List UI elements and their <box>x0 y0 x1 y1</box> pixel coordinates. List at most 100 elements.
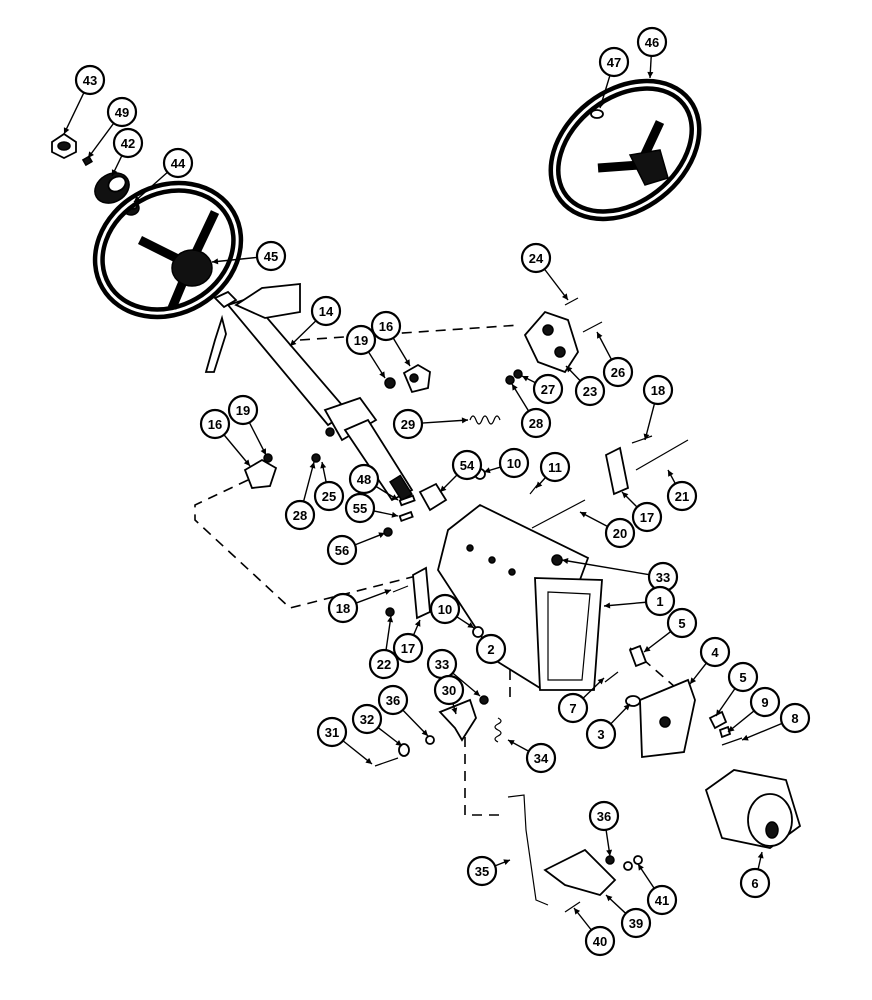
callout-17-upper: 17 <box>631 501 663 533</box>
bolt-part-26 <box>582 321 603 333</box>
callout-19-upper-arrowhead <box>379 371 385 378</box>
washer-part-56 <box>383 527 393 537</box>
callout-33-upper-label: 33 <box>656 570 670 585</box>
callout-5-upper: 5 <box>666 607 698 639</box>
callout-18-upper-leader <box>644 403 656 441</box>
bolt-part-7 <box>604 671 619 683</box>
callout-4-label: 4 <box>711 645 719 660</box>
nut-part-36-left <box>425 735 435 745</box>
callout-16-lower-label: 16 <box>208 417 222 432</box>
callout-19-lower-arrowhead <box>260 448 266 455</box>
callout-19-lower-label: 19 <box>236 403 250 418</box>
bolt-part-40 <box>564 901 581 913</box>
callout-7-label: 7 <box>569 701 576 716</box>
callout-29-arrowhead <box>461 417 468 424</box>
coupler-part-54 <box>418 482 448 512</box>
callout-4-arrowhead <box>690 677 697 684</box>
callout-5-upper-label: 5 <box>678 616 685 631</box>
callout-31: 31 <box>316 716 348 748</box>
pin-part-49 <box>81 155 93 167</box>
callout-36-left-leader <box>402 709 429 737</box>
callout-8-leader <box>741 722 783 741</box>
callout-17-upper-label: 17 <box>640 510 654 525</box>
callout-14: 14 <box>310 295 342 327</box>
callout-18-upper-label: 18 <box>651 383 665 398</box>
callout-39-arrowhead <box>606 895 613 902</box>
cap-part-42 <box>94 172 130 204</box>
callout-22-arrowhead <box>387 616 394 623</box>
nut-part-28-lower <box>311 453 321 463</box>
callout-40: 40 <box>584 925 616 957</box>
callout-6-arrowhead <box>757 852 764 859</box>
callout-54: 54 <box>451 449 483 481</box>
callout-20: 20 <box>604 517 636 549</box>
callout-27: 27 <box>532 373 564 405</box>
callout-18-lower-label: 18 <box>336 601 350 616</box>
callout-36-left: 36 <box>377 684 409 716</box>
callout-7-arrowhead <box>597 678 604 685</box>
callout-5-lower: 5 <box>727 661 759 693</box>
callout-39: 39 <box>620 907 652 939</box>
callout-40-label: 40 <box>593 934 607 949</box>
nut-part-19-upper <box>384 377 396 389</box>
nut-part-27 <box>513 369 523 379</box>
callout-19-upper-label: 19 <box>354 333 368 348</box>
callout-36-lower-label: 36 <box>597 809 611 824</box>
callout-48-arrowhead <box>391 494 398 500</box>
callout-16-lower-arrowhead <box>243 459 250 466</box>
nut-part-9 <box>718 725 732 739</box>
leader-lines <box>63 55 783 931</box>
callout-48-label: 48 <box>357 472 371 487</box>
callout-6-label: 6 <box>751 876 758 891</box>
callout-11: 11 <box>539 451 571 483</box>
parts-artwork <box>51 78 802 913</box>
callout-49: 49 <box>106 96 138 128</box>
callout-11-label: 11 <box>548 460 562 475</box>
callout-14-arrowhead <box>290 339 297 346</box>
callout-55-label: 55 <box>353 501 367 516</box>
callout-9-label: 9 <box>761 695 768 710</box>
pin-part-48 <box>398 494 416 507</box>
callout-39-label: 39 <box>629 916 643 931</box>
callout-10-upper: 10 <box>498 447 530 479</box>
callout-42-arrowhead <box>111 169 118 176</box>
bolt-part-18-lower <box>392 585 409 593</box>
callout-19-upper: 19 <box>345 324 377 356</box>
callout-27-arrowhead <box>522 376 529 382</box>
callout-16-lower: 16 <box>199 408 231 440</box>
callout-6: 6 <box>739 867 771 899</box>
callout-44: 44 <box>162 147 194 179</box>
callout-30-label: 30 <box>442 683 456 698</box>
callout-14-leader <box>289 320 317 347</box>
nut-part-43 <box>51 132 77 160</box>
callout-18-lower: 18 <box>327 592 359 624</box>
callout-1: 1 <box>644 585 676 617</box>
callout-18-upper: 18 <box>642 374 674 406</box>
callout-56-arrowhead <box>378 532 385 538</box>
callout-33-upper-arrowhead <box>562 558 569 564</box>
callout-45-label: 45 <box>264 249 278 264</box>
steering-wheel-46 <box>548 78 702 222</box>
lever-part-30 <box>438 698 477 742</box>
callout-1-arrowhead <box>604 602 611 609</box>
callout-21-label: 21 <box>675 489 689 504</box>
callout-24-label: 24 <box>529 251 544 266</box>
callout-21-arrowhead <box>668 470 674 477</box>
callout-1-leader <box>603 601 647 607</box>
callout-36-left-label: 36 <box>386 693 400 708</box>
callout-48: 48 <box>348 463 380 495</box>
callout-46: 46 <box>636 26 668 58</box>
callout-8: 8 <box>779 702 811 734</box>
housing-part-1 <box>437 503 603 691</box>
callout-36-left-arrowhead <box>421 729 428 736</box>
callout-32-arrowhead <box>395 739 402 746</box>
callout-30: 30 <box>433 674 465 706</box>
nut-part-28-upper <box>505 375 515 385</box>
callout-40-arrowhead <box>574 908 581 915</box>
pump-part-6 <box>704 769 802 849</box>
bracket-part-23 <box>523 310 579 374</box>
callout-10-upper-label: 10 <box>507 456 521 471</box>
callout-32-label: 32 <box>360 712 374 727</box>
callout-41-arrowhead <box>638 864 644 871</box>
callout-16-upper: 16 <box>370 310 402 342</box>
